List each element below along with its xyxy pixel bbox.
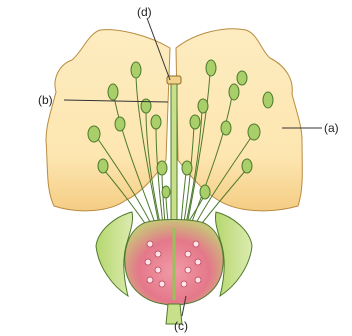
label-d: (d)	[137, 5, 152, 19]
style	[171, 80, 177, 238]
label-a: (a)	[324, 121, 339, 135]
label-b: (b)	[38, 93, 53, 107]
label-c: (c)	[174, 319, 188, 333]
